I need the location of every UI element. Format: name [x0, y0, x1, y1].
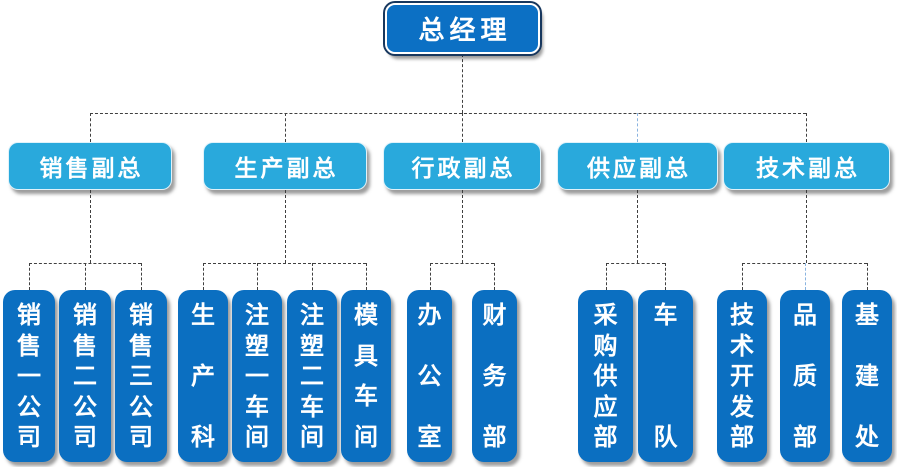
node-label: 财务部 [482, 301, 507, 451]
connector-vp-supply-stem [637, 113, 638, 142]
node-vp-admin: 行政副总 [383, 142, 541, 190]
node-label: 生产副总 [234, 156, 339, 182]
connector-dept-stem [257, 263, 258, 290]
connector-dept-stem [85, 263, 86, 290]
connector-dept-stem [366, 263, 367, 290]
node-vp-production: 生产副总 [203, 142, 367, 190]
connector-dept-stem [606, 263, 607, 290]
connector-vp-sales-stem [90, 113, 91, 142]
connector-admin-down [462, 190, 463, 263]
node-tech-development-dept: 技术开发部 [717, 290, 767, 462]
node-office: 办公室 [407, 290, 452, 462]
node-quality-dept: 品质部 [780, 290, 830, 462]
node-purchasing-supply-dept: 采购供应部 [578, 290, 633, 462]
connector-production-down [285, 190, 286, 263]
node-fleet: 车队 [638, 290, 693, 462]
connector-root-stem [462, 54, 463, 113]
node-vp-supply: 供应副总 [557, 142, 718, 190]
node-general-manager: 总经理 [385, 3, 540, 54]
connector-dept-stem [203, 263, 204, 290]
connector-vp-admin-stem [462, 113, 463, 142]
node-injection-workshop-2: 注塑二车间 [287, 290, 337, 462]
node-finance-dept: 财务部 [472, 290, 517, 462]
node-mold-workshop: 模具车间 [341, 290, 391, 462]
node-infrastructure-dept: 基建处 [842, 290, 892, 462]
node-label: 销售三公司 [129, 301, 153, 451]
node-sales-company-3: 销售三公司 [115, 290, 167, 462]
node-label: 采购供应部 [593, 301, 618, 451]
connector-supply-down [637, 190, 638, 263]
connector-dept-stem [430, 263, 431, 290]
node-vp-technology: 技术副总 [723, 142, 890, 190]
node-label: 销售一公司 [17, 301, 41, 451]
node-label: 基建处 [855, 301, 879, 451]
node-label: 注塑一车间 [245, 301, 269, 451]
connector-dept-stem [29, 263, 30, 290]
node-label: 销售副总 [39, 156, 144, 182]
connector-dept-stem [742, 263, 743, 290]
node-label: 生产科 [191, 301, 215, 451]
node-sales-company-2: 销售二公司 [59, 290, 111, 462]
node-label: 技术副总 [756, 156, 860, 182]
connector-dept-stem [805, 263, 806, 290]
node-label: 技术开发部 [730, 301, 754, 451]
node-label: 销售二公司 [73, 301, 97, 451]
node-label: 总经理 [418, 16, 512, 46]
connector-main-horizontal [90, 113, 806, 114]
connector-technology-group-horizontal [742, 263, 867, 264]
node-label: 车队 [653, 301, 678, 451]
connector-dept-stem [494, 263, 495, 290]
connector-vp-production-stem [285, 113, 286, 142]
node-label: 模具车间 [354, 301, 378, 451]
connector-dept-stem [867, 263, 868, 290]
connector-dept-stem [312, 263, 313, 290]
node-label: 注塑二车间 [300, 301, 324, 451]
connector-admin-group-horizontal [430, 263, 494, 264]
connector-dept-stem [141, 263, 142, 290]
connector-vp-technology-stem [806, 113, 807, 142]
connector-dept-stem [665, 263, 666, 290]
node-production-section: 生产科 [178, 290, 228, 462]
node-sales-company-1: 销售一公司 [3, 290, 55, 462]
connector-sales-down [90, 190, 91, 263]
node-label: 品质部 [793, 301, 817, 451]
node-vp-sales: 销售副总 [8, 142, 172, 190]
node-label: 供应副总 [587, 156, 691, 182]
connector-supply-group-horizontal [606, 263, 665, 264]
connector-production-group-horizontal [203, 263, 366, 264]
node-injection-workshop-1: 注塑一车间 [232, 290, 282, 462]
node-label: 行政副总 [411, 156, 516, 182]
connector-technology-down [806, 190, 807, 263]
node-label: 办公室 [417, 301, 442, 451]
